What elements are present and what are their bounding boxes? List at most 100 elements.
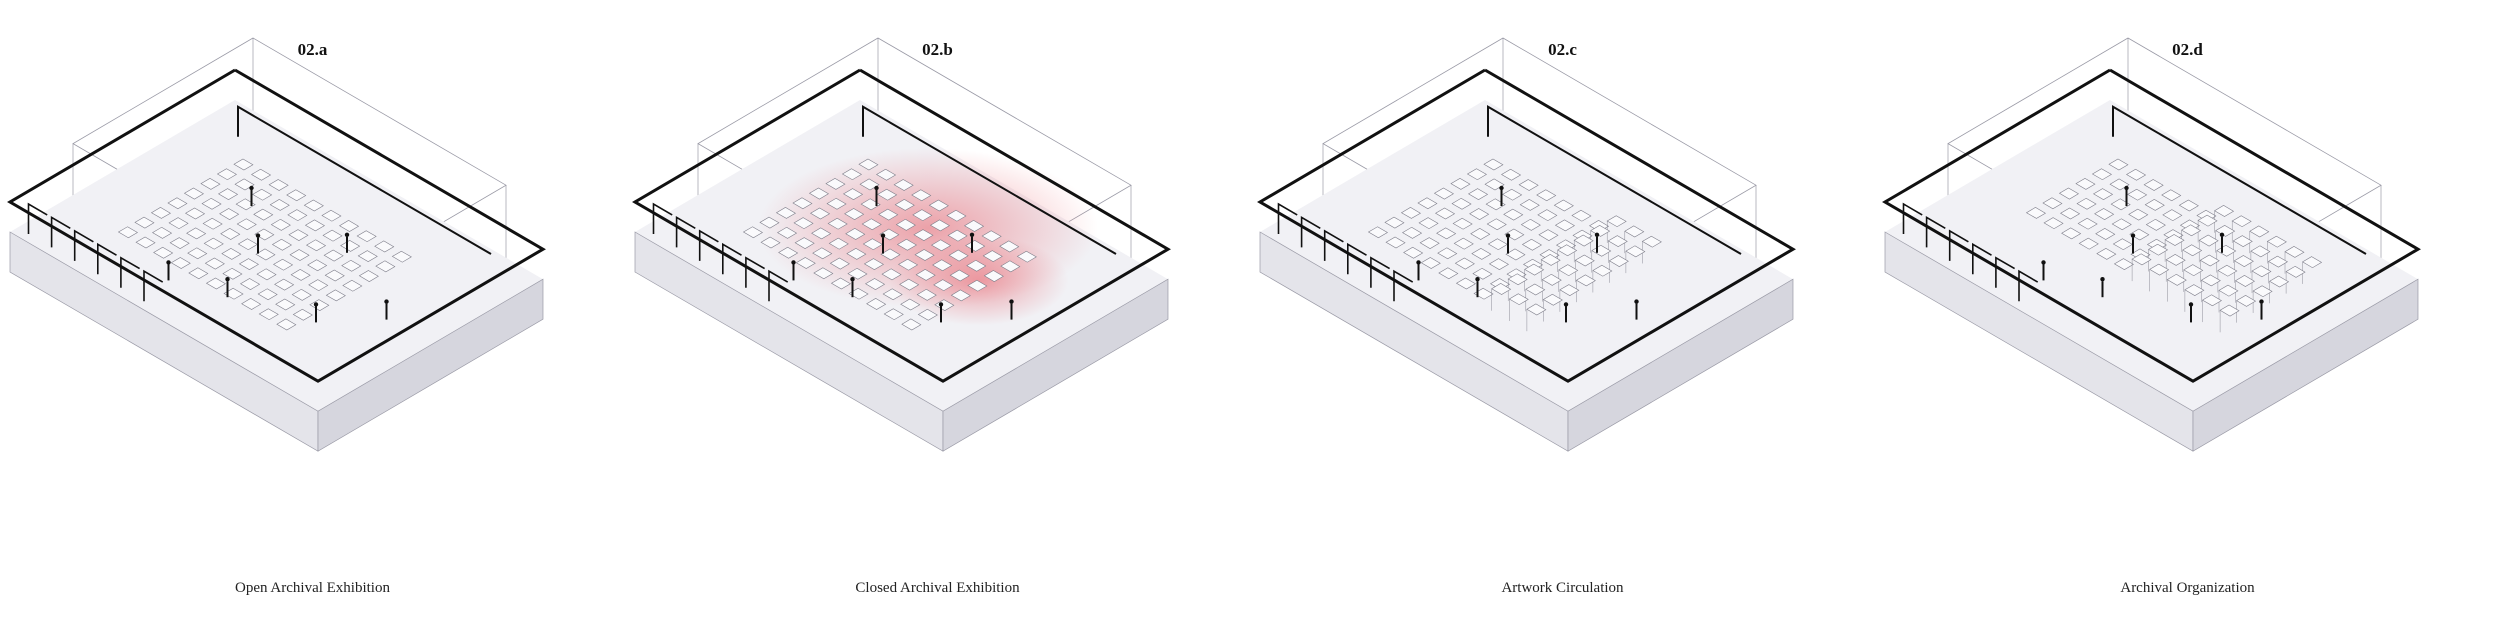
display-unit: [340, 240, 361, 252]
display-unit: [2181, 224, 2202, 237]
display-unit: [912, 209, 933, 222]
room-cell: [1925, 216, 1946, 248]
display-unit: [1400, 207, 1421, 219]
display-unit: [900, 298, 921, 311]
display-unit: [169, 237, 190, 249]
room-cell: [675, 216, 696, 248]
display-unit: [117, 226, 138, 239]
display-unit: [201, 197, 222, 210]
person-head: [969, 232, 975, 237]
person-head: [2259, 299, 2264, 304]
partition-wall: [237, 105, 492, 255]
display-unit: [216, 168, 237, 181]
partition-wall: [2112, 105, 2367, 255]
display-unit: [1641, 235, 1662, 248]
room-cell: [1972, 242, 1992, 275]
display-unit: [1417, 197, 1438, 210]
display-unit: [1537, 209, 1558, 222]
display-unit: [187, 247, 208, 260]
room-cell: [745, 256, 766, 288]
person-head: [255, 233, 261, 238]
display-unit: [1454, 257, 1475, 270]
display-unit: [916, 288, 937, 301]
display-unit: [185, 207, 206, 220]
panel-title: 02.a: [297, 40, 328, 59]
display-unit: [222, 267, 243, 280]
display-unit: [238, 258, 259, 270]
display-unit: [742, 226, 763, 239]
display-unit: [2165, 254, 2186, 266]
display-unit: [2093, 188, 2114, 200]
display-unit: [237, 238, 258, 251]
display-unit: [861, 218, 882, 231]
display-unit: [841, 168, 862, 181]
display-unit: [793, 217, 814, 230]
display-unit: [893, 179, 914, 191]
room-cell: [143, 269, 164, 302]
display-unit: [2266, 235, 2287, 248]
display-unit: [901, 318, 922, 331]
display-unit: [828, 237, 849, 250]
display-unit: [760, 236, 781, 249]
display-unit: [1507, 273, 1528, 286]
display-unit: [2096, 248, 2117, 260]
display-unit: [303, 199, 324, 212]
room-cell: [1300, 216, 1321, 248]
slab-side-right: [942, 278, 1169, 452]
panel-02d: 02.d Archival Organization: [1875, 0, 2500, 625]
floor-slab: [10, 100, 543, 412]
display-unit: [812, 247, 833, 260]
display-unit: [218, 188, 239, 200]
display-unit: [1574, 254, 1595, 267]
display-unit: [274, 278, 295, 291]
display-unit: [153, 246, 174, 259]
display-unit: [1367, 226, 1388, 239]
display-unit: [1469, 208, 1490, 220]
display-unit: [286, 189, 307, 202]
display-unit: [289, 249, 310, 261]
display-unit: [2077, 217, 2098, 230]
panel-02a: 02.a Open Archival Exhibition: [0, 0, 625, 625]
display-unit: [1000, 260, 1021, 273]
display-unit: [2131, 253, 2152, 266]
slab-side-right: [1567, 278, 1794, 452]
display-unit: [2128, 208, 2149, 221]
room-cell: [97, 242, 117, 275]
display-unit: [811, 227, 832, 240]
display-unit: [186, 227, 207, 240]
room-cell: [50, 216, 71, 248]
display-unit: [204, 257, 225, 270]
isometric-svg: [1257, 37, 1796, 452]
display-unit: [275, 298, 296, 311]
display-unit: [2252, 285, 2273, 298]
display-unit: [792, 197, 813, 210]
display-unit: [2091, 168, 2112, 181]
display-unit: [1491, 283, 1512, 295]
display-unit: [1508, 293, 1529, 306]
display-unit: [2095, 228, 2116, 240]
display-unit: [1541, 273, 1562, 286]
panel-02c: 02.c Artwork Circulation: [1250, 0, 1875, 625]
display-unit: [1540, 254, 1561, 266]
display-unit: [325, 289, 346, 302]
display-unit: [1488, 258, 1509, 270]
display-unit: [236, 218, 257, 231]
display-unit: [269, 199, 290, 211]
display-unit: [391, 250, 412, 263]
display-unit: [2184, 284, 2205, 296]
display-unit: [2126, 168, 2147, 181]
display-unit: [759, 216, 780, 229]
display-unit: [1483, 158, 1504, 171]
panel-title: 02.b: [922, 40, 953, 59]
display-unit: [829, 257, 850, 270]
room-cell: [1323, 229, 1344, 261]
display-unit: [2234, 275, 2255, 287]
display-unit: [1518, 179, 1539, 191]
display-unit: [2042, 197, 2063, 210]
person-head: [850, 277, 855, 282]
display-unit: [2058, 187, 2079, 200]
display-unit: [233, 158, 254, 171]
partition-wall: [862, 105, 1117, 255]
outer-wall: [632, 68, 1171, 383]
display-unit: [357, 250, 378, 262]
